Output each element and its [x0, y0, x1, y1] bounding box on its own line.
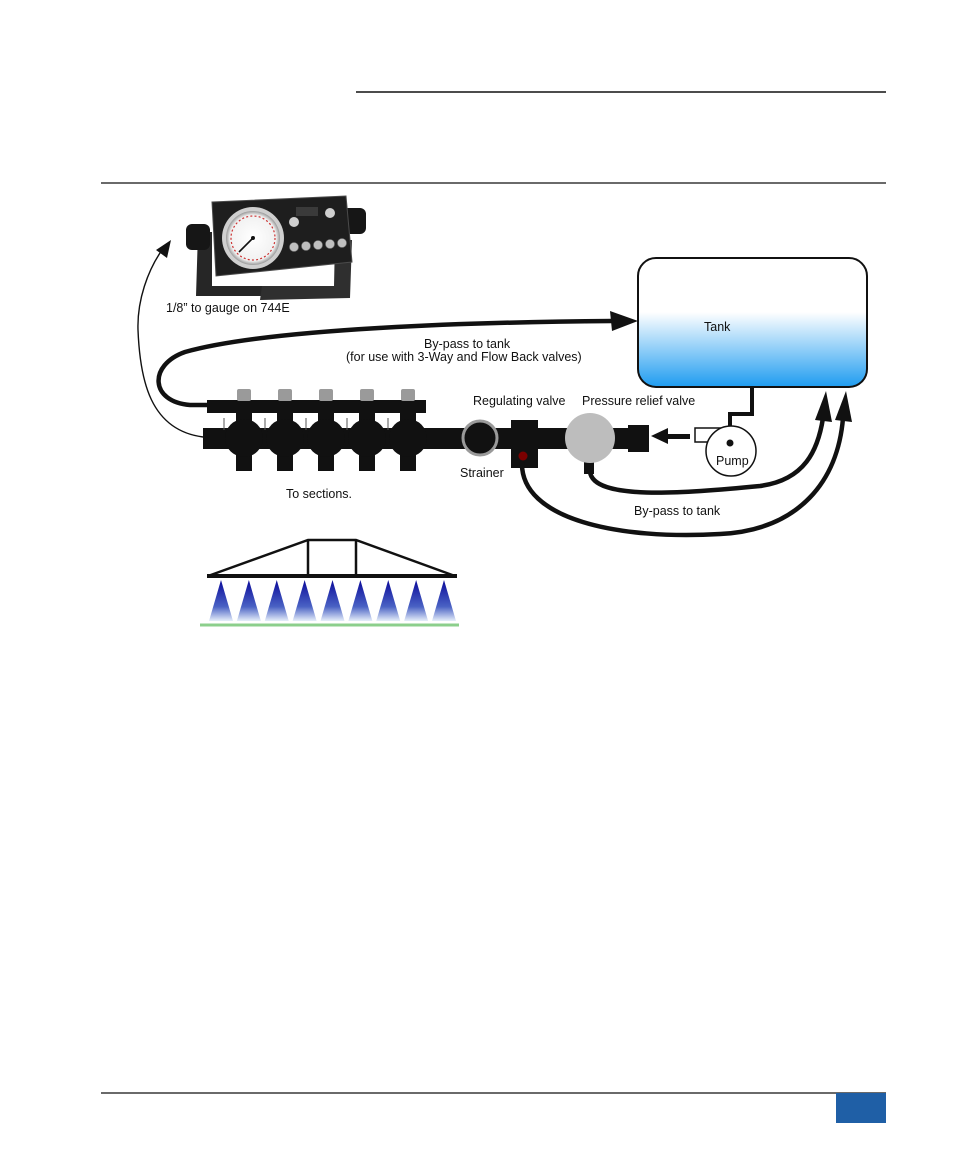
gauge-label-plate — [296, 207, 318, 216]
spray-cone — [209, 580, 233, 621]
tank-label: Tank — [704, 320, 731, 334]
relief-bypass-arrowhead — [815, 391, 832, 422]
gauge-switch-right — [325, 208, 335, 218]
gauge-knob-left — [186, 224, 210, 250]
spray-cone — [265, 580, 289, 621]
boom-frame — [208, 540, 455, 576]
spray-cone — [321, 580, 345, 621]
pressure-relief-valve-label: Pressure relief valve — [582, 394, 695, 408]
pipe-end-fitting — [628, 425, 649, 452]
regulating-valve-indicator — [519, 452, 528, 461]
tank — [638, 258, 867, 387]
section-valve-body — [389, 419, 427, 457]
spray-cone — [348, 580, 372, 621]
pump — [695, 426, 756, 476]
section-valve-cap — [237, 389, 251, 401]
footer-page-badge — [836, 1093, 886, 1123]
top-bypass-arrowhead — [610, 311, 638, 331]
spray-cone — [237, 580, 261, 621]
pump-flow-arrowhead — [651, 428, 668, 444]
pump-body — [706, 426, 756, 476]
pump-intake-dot — [727, 440, 734, 447]
bottom-bypass-label: By-pass to tank — [634, 504, 721, 518]
section-valve-body — [307, 419, 345, 457]
section-valve-body — [348, 419, 386, 457]
section-valve-cap — [319, 389, 333, 401]
to-sections-label: To sections. — [286, 487, 352, 501]
top-bypass-label: By-pass to tank — [424, 337, 511, 351]
regulating-valve-label: Regulating valve — [473, 394, 565, 408]
section-valve-cap — [360, 389, 374, 401]
pressure-relief-valve — [565, 413, 615, 463]
regulating-bypass-arrowhead — [835, 391, 852, 422]
spray-cone — [376, 580, 400, 621]
pump-label: Pump — [716, 454, 749, 468]
spray-nozzles — [209, 580, 456, 621]
spray-boom — [200, 540, 459, 625]
spray-cone — [293, 580, 317, 621]
gauge-switch-left — [289, 217, 299, 227]
top-bypass-note: (for use with 3-Way and Flow Back valves… — [346, 350, 582, 364]
section-valve-cap — [401, 389, 415, 401]
strainer — [463, 421, 497, 455]
gauge-controller — [186, 196, 366, 300]
strainer-label: Strainer — [460, 466, 504, 480]
gauge-line-label: 1/8” to gauge on 744E — [166, 301, 290, 315]
section-valve-cap — [278, 389, 292, 401]
regulating-valve — [511, 420, 538, 468]
gauge-hub — [251, 236, 255, 240]
spray-cone — [432, 580, 456, 621]
gauge-line — [138, 250, 203, 437]
spray-cone — [404, 580, 428, 621]
section-valve-body — [225, 419, 263, 457]
section-valve-body — [266, 419, 304, 457]
